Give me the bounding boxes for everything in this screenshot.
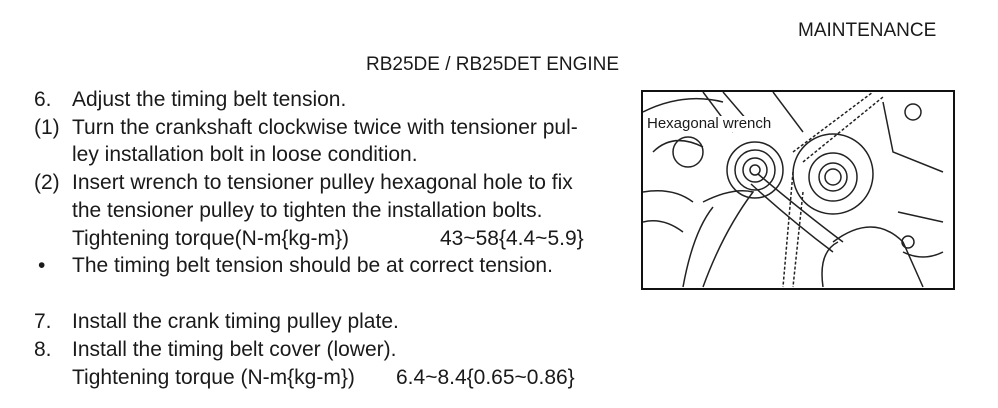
step-text: Install the timing belt cover (lower). [72,338,397,361]
step-text: ley installation bolt in loose condition… [72,143,418,166]
figure-label: Hexagonal wrench [647,115,772,132]
step-number: 7. [34,310,52,333]
step-number: (2) [34,171,60,194]
step-text: the tensioner pulley to tighten the inst… [72,199,543,222]
step-number: (1) [34,116,60,139]
section-header: MAINTENANCE [798,20,937,41]
torque-label: Tightening torque (N-m{kg-m}) [72,366,355,389]
step-text: The timing belt tension should be at cor… [72,254,553,277]
engine-line-art [643,92,944,288]
step-number: 8. [34,338,52,361]
tensioner-pulley-illustration: Hexagonal wrench [641,90,955,290]
torque-value: 6.4~8.4{0.65~0.86} [396,366,575,389]
step-text: Adjust the timing belt tension. [72,88,347,111]
engine-title: RB25DE / RB25DET ENGINE [366,54,620,75]
step-text: Install the crank timing pulley plate. [72,310,399,333]
step-text: Turn the crankshaft clockwise twice with… [72,116,578,139]
torque-value: 43~58{4.4~5.9} [440,227,584,250]
step-number: 6. [34,88,52,111]
bullet: • [38,254,46,277]
step-text: Insert wrench to tensioner pulley hexago… [72,171,573,194]
torque-label: Tightening torque(N-m{kg-m}) [72,227,349,250]
